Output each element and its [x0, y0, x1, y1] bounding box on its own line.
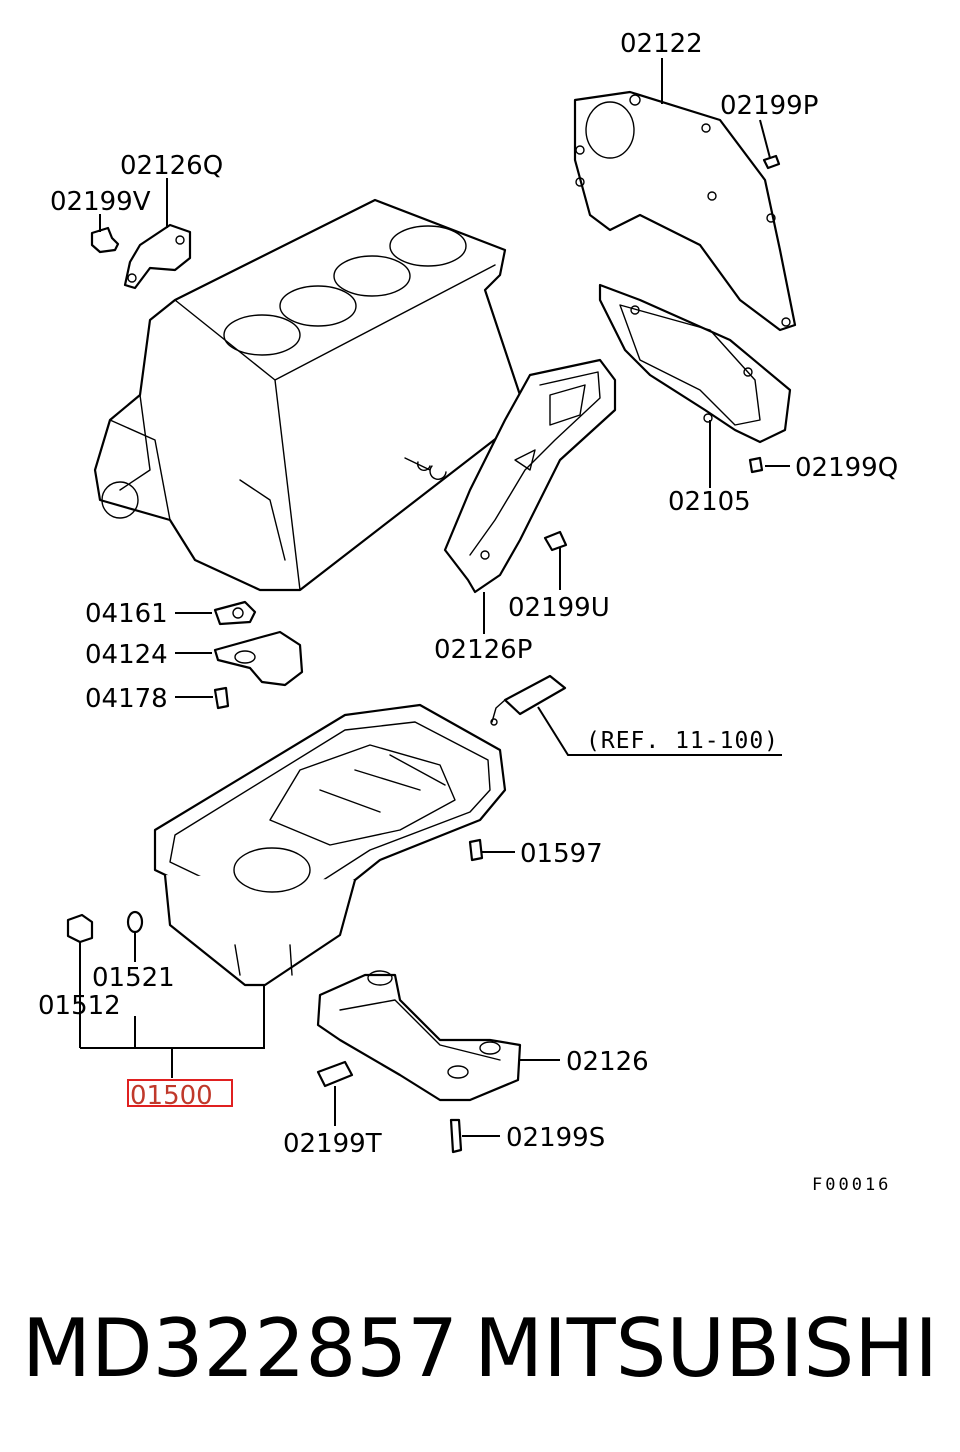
bracket-02126p-drawing [443, 358, 617, 594]
callout-04178: 04178 [85, 684, 168, 714]
callout-01597: 01597 [520, 839, 603, 869]
highlight-box-01500 [127, 1079, 233, 1107]
leader-lines [79, 58, 790, 1137]
brand-name: MITSUBISHI [474, 1301, 938, 1395]
callout-02199q: 02199Q [795, 453, 898, 483]
callout-02126: 02126 [566, 1047, 649, 1077]
callout-02122: 02122 [620, 29, 703, 59]
bolt-01597-drawing [468, 838, 484, 862]
callout-04161: 04161 [85, 599, 168, 629]
plate-02105-drawing [598, 283, 792, 474]
callout-02105: 02105 [668, 487, 751, 517]
callout-02199v: 02199V [50, 187, 151, 217]
product-footer: MD322857 MITSUBISHI [0, 1288, 960, 1408]
callout-02199u: 02199U [508, 593, 610, 623]
callout-01521: 01521 [92, 963, 175, 993]
engine-block-drawing [93, 198, 522, 592]
callout-01512: 01512 [38, 991, 121, 1021]
reference-note: (REF. 11-100) [586, 728, 779, 754]
callout-01500: 01500 [130, 1081, 213, 1111]
figure-code: F00016 [812, 1175, 891, 1195]
callout-04124: 04124 [85, 640, 168, 670]
oil-pan-drawing [153, 703, 507, 987]
bracket-02126q-drawing [90, 223, 192, 290]
plate-02122-drawing [573, 90, 797, 332]
part-number: MD322857 [22, 1301, 459, 1395]
drain-plug-drawing [66, 910, 144, 944]
sealant-tube-drawing [490, 674, 567, 726]
bracket-02126-drawing [316, 970, 522, 1154]
callout-02199t: 02199T [283, 1129, 382, 1159]
callout-02199s: 02199S [506, 1123, 605, 1153]
callout-02126p: 02126P [434, 635, 532, 665]
callout-02199p: 02199P [720, 91, 818, 121]
oil-strainer-drawing [213, 600, 304, 710]
callout-02126q: 02126Q [120, 151, 223, 181]
